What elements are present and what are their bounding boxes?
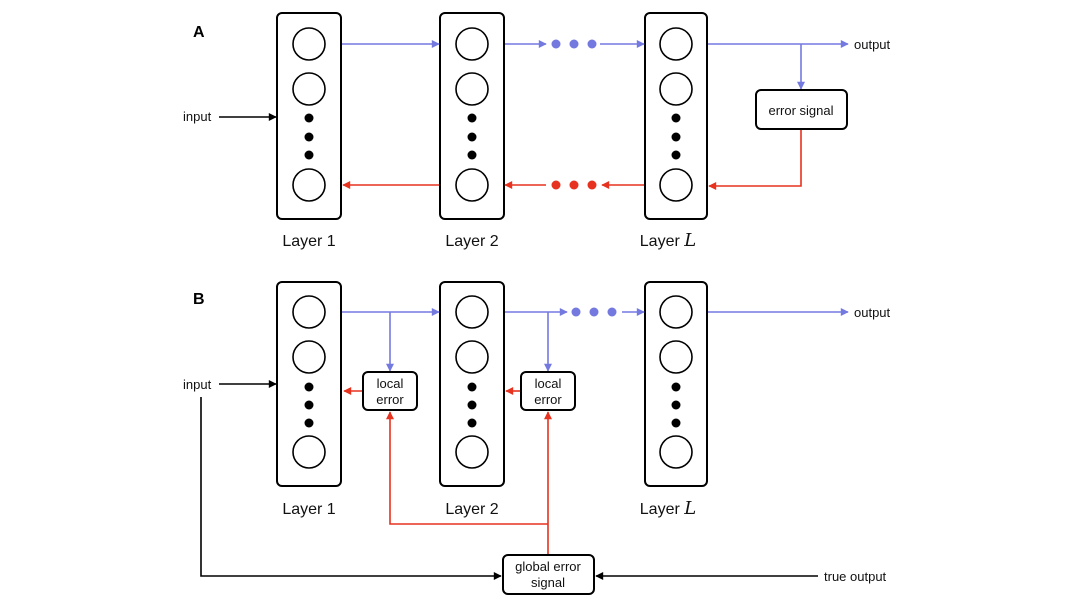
error-signal-box <box>755 89 848 130</box>
backward-ellipsis-dot <box>569 180 579 190</box>
output-label: output <box>854 37 891 52</box>
neuron <box>292 72 326 106</box>
layer-label-prefix: Layer <box>640 501 684 518</box>
neuron <box>292 27 326 61</box>
ellipsis-dot <box>304 418 314 428</box>
ellipsis-dot <box>671 400 681 410</box>
layer-label: Layer 1 <box>282 233 335 250</box>
layer-1-b: Layer 1 <box>276 281 342 518</box>
input-label: input <box>183 377 212 392</box>
panel-label-b: B <box>193 291 205 308</box>
ellipsis-dot <box>467 150 477 160</box>
layer-l-a: Layer L <box>640 12 708 251</box>
input-label: input <box>183 109 212 124</box>
error-return-arrow <box>708 130 802 190</box>
forward-ellipsis-dot <box>571 307 581 317</box>
forward-ellipsis-dot <box>587 39 597 49</box>
backward-ellipsis-dot <box>551 180 561 190</box>
neuron <box>659 340 693 374</box>
layer-label: Layer L <box>640 498 696 519</box>
neuron <box>455 295 489 329</box>
global-to-local-arrow <box>386 411 548 525</box>
true-output-label: true output <box>824 569 887 584</box>
ellipsis-dot <box>467 382 477 392</box>
layer-2-a: Layer 2 <box>439 12 505 250</box>
local-error-box-2 <box>520 371 576 411</box>
ellipsis-dot <box>304 400 314 410</box>
global-error-box <box>502 554 595 595</box>
neuron <box>659 435 693 469</box>
ellipsis-dot <box>304 150 314 160</box>
panel-a: A Layer 1 Layer 2 <box>183 12 891 251</box>
ellipsis-dot <box>304 113 314 123</box>
layer-label: Layer 1 <box>282 501 335 518</box>
neuron <box>455 168 489 202</box>
layer-label-symbol: L <box>683 230 696 251</box>
panel-label-a: A <box>193 24 205 41</box>
ellipsis-dot <box>671 150 681 160</box>
forward-ellipsis-dot <box>551 39 561 49</box>
local-error-label: local <box>535 376 562 391</box>
neuron <box>292 340 326 374</box>
ellipsis-dot <box>304 382 314 392</box>
local-error-box-1 <box>362 371 418 411</box>
layer-label: Layer L <box>640 230 696 251</box>
ellipsis-dot <box>467 132 477 142</box>
local-error-label: error <box>376 392 404 407</box>
neuron <box>292 295 326 329</box>
neuron <box>455 340 489 374</box>
layer-label-symbol: L <box>683 498 696 519</box>
global-error-label: signal <box>531 575 565 590</box>
ellipsis-dot <box>304 132 314 142</box>
error-signal-label: error signal <box>768 103 833 118</box>
layer-label: Layer 2 <box>445 501 498 518</box>
local-error-label: error <box>534 392 562 407</box>
ellipsis-dot <box>467 400 477 410</box>
forward-ellipsis-dot <box>569 39 579 49</box>
backward-ellipsis-dot <box>587 180 597 190</box>
forward-ellipsis-dot <box>607 307 617 317</box>
forward-ellipsis-dot <box>589 307 599 317</box>
ellipsis-dot <box>671 132 681 142</box>
panel-b: B Layer 1 Layer 2 <box>183 281 891 595</box>
ellipsis-dot <box>671 382 681 392</box>
input-to-global-arrow <box>200 397 502 580</box>
layer-label-prefix: Layer <box>640 233 684 250</box>
local-error-label: local <box>377 376 404 391</box>
layer-label: Layer 2 <box>445 233 498 250</box>
layer-1-a: Layer 1 <box>276 12 342 250</box>
layer-2-b: Layer 2 <box>439 281 505 518</box>
neuron <box>455 72 489 106</box>
ellipsis-dot <box>671 113 681 123</box>
global-error-label: global error <box>515 559 581 574</box>
neuron <box>659 72 693 106</box>
layer-l-b: Layer L <box>640 281 708 519</box>
ellipsis-dot <box>671 418 681 428</box>
neuron <box>659 168 693 202</box>
ellipsis-dot <box>467 113 477 123</box>
neuron <box>659 27 693 61</box>
neuron <box>455 435 489 469</box>
ellipsis-dot <box>467 418 477 428</box>
neuron <box>455 27 489 61</box>
output-label: output <box>854 305 891 320</box>
neuron <box>659 295 693 329</box>
neuron <box>292 435 326 469</box>
neuron <box>292 168 326 202</box>
